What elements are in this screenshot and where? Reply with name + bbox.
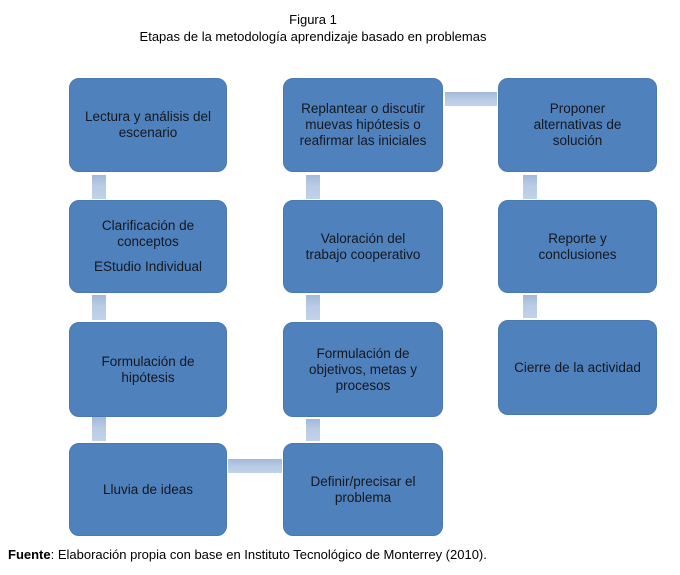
connector-vertical bbox=[92, 417, 106, 441]
connector-vertical bbox=[306, 295, 320, 320]
box-lluvia-ideas: Lluvia de ideas bbox=[69, 443, 227, 536]
box-reporte-conclusiones: Reporte y conclusiones bbox=[498, 200, 657, 293]
connector-vertical bbox=[306, 419, 320, 441]
box-proponer-alternativas: Proponer alternativas de solución bbox=[498, 78, 657, 172]
box-label: Clarificación de conceptos bbox=[101, 218, 195, 249]
box-replantear-hipotesis: Replantear o discutir muevas hipótesis o… bbox=[283, 78, 443, 172]
connector-vertical bbox=[92, 295, 106, 320]
box-label: Lectura y análisis del escenario bbox=[84, 109, 212, 140]
box-valoracion-trabajo: Valoración del trabajo cooperativo bbox=[283, 200, 443, 293]
connector-vertical bbox=[92, 175, 106, 199]
box-label: Replantear o discutir muevas hipótesis o… bbox=[299, 101, 427, 148]
box-label: Formulación de objetivos, metas y proces… bbox=[308, 345, 418, 393]
figure-caption: Etapas de la metodología aprendizaje bas… bbox=[139, 29, 487, 44]
box-formulacion-objetivos: Formulación de objetivos, metas y proces… bbox=[283, 322, 443, 417]
box-formulacion-hipotesis: Formulación de hipótesis bbox=[69, 322, 227, 417]
box-label: Definir/precisar el problema bbox=[310, 473, 416, 505]
source-label: Fuente bbox=[8, 547, 51, 562]
box-label: Valoración del trabajo cooperativo bbox=[305, 230, 421, 262]
connector-vertical bbox=[523, 175, 537, 199]
box-lectura-analisis: Lectura y análisis del escenario bbox=[69, 78, 227, 172]
box-label: Cierre de la actividad bbox=[514, 359, 641, 375]
box-clarificacion-conceptos: Clarificación de conceptos EStudio Indiv… bbox=[69, 200, 227, 293]
figure-title: Figura 1 Etapas de la metodología aprend… bbox=[0, 11, 626, 45]
box-label: Reporte y conclusiones bbox=[538, 230, 617, 262]
box-cierre-actividad: Cierre de la actividad bbox=[498, 320, 657, 415]
connector-horizontal bbox=[445, 92, 497, 106]
source-note: Fuente: Elaboración propia con base en I… bbox=[8, 547, 487, 563]
connector-horizontal bbox=[228, 459, 282, 473]
connector-vertical bbox=[306, 175, 320, 199]
figure-number: Figura 1 bbox=[289, 12, 337, 27]
box-label: Formulación de hipótesis bbox=[101, 353, 195, 385]
box-label: Lluvia de ideas bbox=[102, 481, 194, 497]
source-text: : Elaboración propia con base en Institu… bbox=[50, 547, 487, 562]
box-label: Proponer alternativas de solución bbox=[533, 101, 622, 148]
box-sublabel: EStudio Individual bbox=[93, 259, 203, 274]
connector-vertical bbox=[523, 295, 537, 318]
box-definir-problema: Definir/precisar el problema bbox=[283, 443, 443, 536]
